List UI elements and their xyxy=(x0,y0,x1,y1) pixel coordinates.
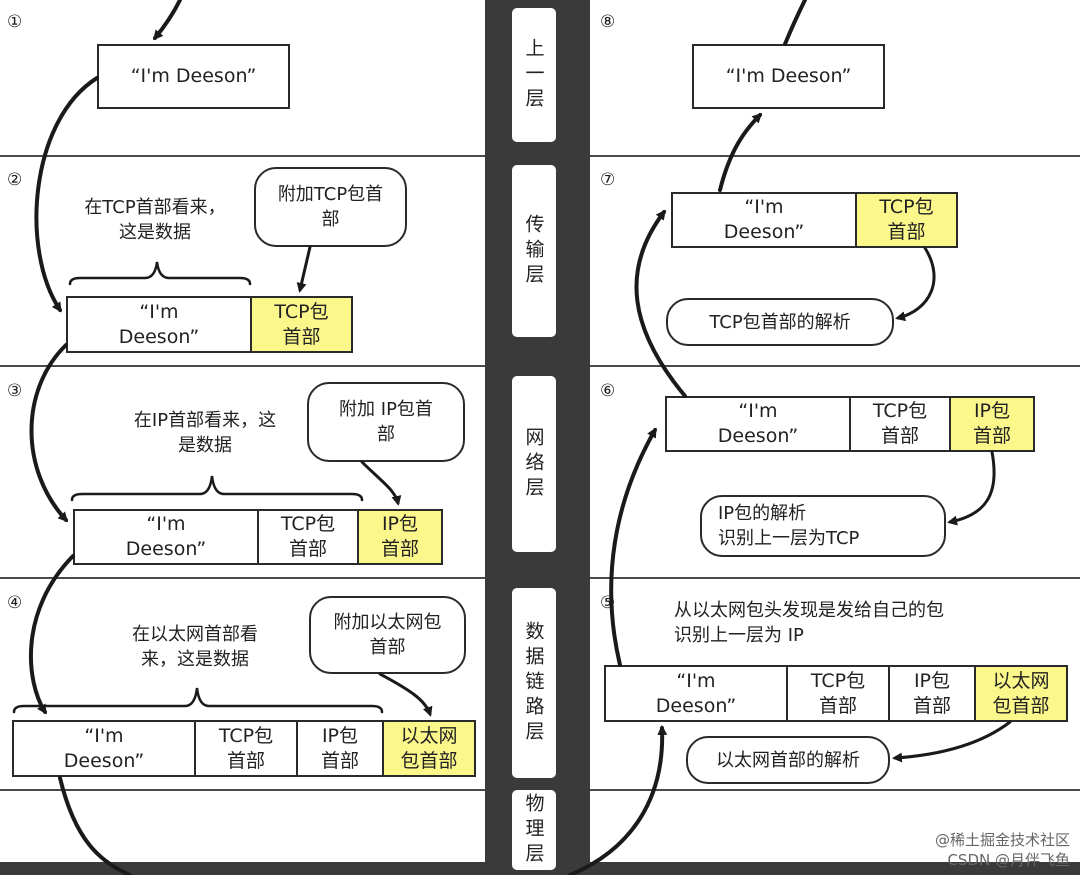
tcp-parse-bubble: TCP包首部的解析 xyxy=(666,298,894,346)
tcp-header-box-step2: TCP包 首部 xyxy=(250,296,353,353)
data-box-step4: “I'm Deeson” xyxy=(12,720,196,777)
ip-header-box-step6: IP包 首部 xyxy=(949,396,1035,452)
separator-right-3 xyxy=(590,577,1080,579)
ip-parse-bubble: IP包的解析 识别上一层为TCP xyxy=(700,495,946,557)
tcp-data-note: 在TCP首部看来， 这是数据 xyxy=(84,197,226,243)
eth-parse-bubble: 以太网首部的解析 xyxy=(686,736,890,784)
data-box-step7: “I'm Deeson” xyxy=(671,192,857,248)
step-number-6: ⑥ xyxy=(600,381,616,401)
tcp-header-box-step5: TCP包 首部 xyxy=(786,665,890,722)
step-number-4: ④ xyxy=(7,593,23,613)
data-box-step6: “I'm Deeson” xyxy=(665,396,851,452)
ip-header-box-step5: IP包 首部 xyxy=(888,665,976,722)
separator-left-1 xyxy=(0,155,485,157)
add-tcp-header-bubble: 附加TCP包首 部 xyxy=(254,167,407,247)
ip-data-note: 在IP首部看来，这 是数据 xyxy=(133,410,277,456)
layer-label-physical: 物理层 xyxy=(512,790,556,870)
separator-left-2 xyxy=(0,365,485,367)
add-ip-header-bubble: 附加 IP包首 部 xyxy=(307,382,465,462)
step-number-1: ① xyxy=(7,12,23,32)
data-box-step8: “I'm Deeson” xyxy=(692,44,885,109)
eth-data-note: 在以太网首部看 来，这是数据 xyxy=(132,624,258,670)
data-box-step5: “I'm Deeson” xyxy=(604,665,788,722)
tcp-header-box-step3: TCP包 首部 xyxy=(257,509,359,565)
add-eth-header-bubble: 附加以太网包 首部 xyxy=(309,596,466,674)
separator-right-1 xyxy=(590,155,1080,157)
separator-right-4 xyxy=(590,789,1080,791)
step-number-5: ⑤ xyxy=(600,593,616,613)
step-number-3: ③ xyxy=(7,381,23,401)
layer-label-datalink: 数据链路层 xyxy=(512,588,556,778)
tcp-header-box-step6: TCP包 首部 xyxy=(849,396,951,452)
data-box-step3: “I'm Deeson” xyxy=(73,509,259,565)
watermark: @稀土掘金技术社区 CSDN @月伴飞鱼 xyxy=(934,831,1070,869)
separator-left-4 xyxy=(0,789,485,791)
layer-label-upper: 上一层 xyxy=(512,8,556,142)
tcp-header-box-step4: TCP包 首部 xyxy=(194,720,298,777)
data-box-step1: “I'm Deeson” xyxy=(97,44,290,109)
separator-right-2 xyxy=(590,365,1080,367)
ip-header-box-step4: IP包 首部 xyxy=(296,720,384,777)
eth-header-box-step4: 以太网 包首部 xyxy=(382,720,476,777)
eth-header-box-step5: 以太网 包首部 xyxy=(974,665,1068,722)
separator-left-3 xyxy=(0,577,485,579)
step-number-2: ② xyxy=(7,170,23,190)
tcp-header-box-step7: TCP包 首部 xyxy=(855,192,958,248)
step-number-8: ⑧ xyxy=(600,12,616,32)
data-box-step2: “I'm Deeson” xyxy=(66,296,252,353)
layer-label-network: 网络层 xyxy=(512,376,556,552)
ip-header-box-step3: IP包 首部 xyxy=(357,509,443,565)
layer-label-transport: 传输层 xyxy=(512,165,556,337)
step-number-7: ⑦ xyxy=(600,170,616,190)
eth-receive-note: 从以太网包头发现是发给自己的包 识别上一层为 IP xyxy=(674,600,944,646)
